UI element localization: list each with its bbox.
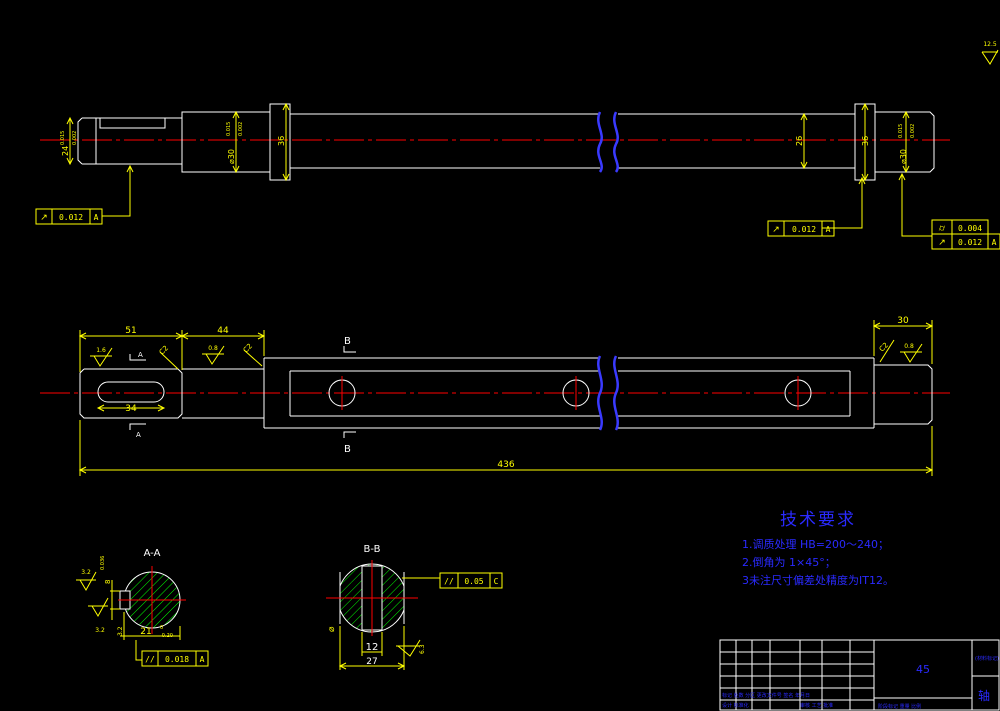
section-a-bottom-label: A [136, 431, 141, 439]
dim-bearing-left [232, 110, 240, 174]
section-aa-dims [76, 571, 181, 661]
section-aa-key-width-tol: 0.036 [100, 556, 106, 570]
fcf-leaders [102, 164, 932, 237]
tech-req-item-3: 3未注尺寸偏差处精度为IT12。 [742, 573, 894, 587]
title-block: 45 标记 处数 分区 更改文件号 签名 年月日 设计 标准化 审核 工艺 批准… [719, 639, 1000, 711]
section-aa-key-width: 8 [104, 580, 112, 584]
dim-shoulder-left-value: 36 [277, 136, 286, 146]
title-block-row-labels: 标记 处数 分区 更改文件号 签名 年月日 [722, 692, 810, 699]
title-block-material: 45 [916, 663, 930, 676]
dim-left-journal [66, 116, 74, 166]
section-bb-dia: ⌀ [327, 626, 337, 632]
section-a-top-label: A [138, 351, 143, 359]
dim-bearing-right [902, 110, 910, 174]
plan-shaft-outline [79, 357, 933, 429]
section-bb-title: B-B [364, 544, 381, 555]
section-aa-title: A-A [144, 548, 161, 559]
front-view: 24 0.015 0.002 ⌀30 0.015 0.002 36 26 [35, 102, 1000, 250]
section-b-top-label: B [344, 336, 351, 347]
plan-break-mark [597, 355, 619, 431]
section-aa-depth-tol-upper: 0 [160, 625, 163, 631]
fcf-right-2-symbol: ↗ [938, 238, 946, 248]
fcf-left: ↗ 0.012 A [35, 208, 103, 225]
dim-left-journal-tol-upper: 0.015 [60, 131, 66, 145]
section-aa-roughness-bottom: 3.2 [95, 627, 105, 634]
section-bb-dims [338, 577, 441, 670]
section-bb-fcf-value: 0.05 [464, 577, 483, 586]
section-b-bottom-label: B [344, 444, 351, 455]
section-bb-roughness: 6.3 [419, 644, 426, 654]
fcf-mid-symbol: ↗ [772, 225, 780, 235]
fcf-mid-value: 0.012 [792, 225, 816, 234]
front-break-mark [597, 111, 619, 173]
fcf-right-2-datum: A [992, 238, 997, 247]
section-aa-fcf-symbol: // [145, 655, 155, 664]
dim-bearing-right-tol-upper: 0.015 [898, 124, 904, 138]
global-roughness-symbol [981, 49, 999, 65]
fcf-right-2-value: 0.012 [958, 238, 982, 247]
dim-left-journal-value: 24 [61, 146, 70, 156]
title-block-right-top: (材料标记) [975, 655, 999, 662]
dim-shoulder-right [861, 102, 869, 182]
dim-shoulder-left [282, 102, 290, 182]
section-bb-width: 12 [366, 642, 379, 653]
section-bb-overall: 27 [366, 657, 377, 667]
fcf-mid-datum: A [826, 225, 831, 234]
tech-req-item-1: 1.调质处理 HB=200～240； [742, 538, 889, 551]
section-aa-fcf: // 0.018 A [141, 650, 209, 667]
dim-bearing-left-tol-lower: 0.002 [238, 122, 244, 136]
section-aa: A-A 3.2 3.2 8 0.036 3.2 [76, 548, 209, 667]
title-block-right-bottom: 轴 [978, 688, 990, 703]
roughness-3: 0.8 [904, 343, 914, 350]
plan-roughness-symbols [90, 343, 923, 367]
section-aa-depth: 21 [140, 627, 151, 637]
dim-bearing-left-tol-upper: 0.015 [226, 122, 232, 136]
fcf-left-symbol: ↗ [40, 213, 48, 223]
dim-left-journal-tol-lower: 0.002 [72, 131, 78, 145]
tech-req-title: 技术要求 [780, 510, 856, 530]
section-aa-depth-left: 3.2 [117, 626, 124, 636]
dim-bearing-right-value: ⌀30 [899, 149, 908, 164]
section-aa-fcf-value: 0.018 [165, 655, 189, 664]
front-shaft-outline [77, 103, 935, 181]
section-aa-roughness-top: 3.2 [81, 569, 91, 576]
technical-requirements: 技术要求 1.调质处理 HB=200～240； 2.倒角为 1×45°； 3未注… [742, 510, 894, 587]
dim-body [800, 112, 808, 170]
fcf-right-1-symbol: ⌭ [939, 224, 946, 234]
section-bb-fcf: // 0.05 C [439, 572, 503, 589]
section-bb-fcf-datum: C [494, 577, 499, 586]
section-bb: B-B ⌀ 12 27 6.3 [326, 544, 503, 670]
roughness-1: 1.6 [96, 347, 106, 354]
fcf-left-value: 0.012 [59, 213, 83, 222]
section-aa-depth-tol-lower: -0.20 [160, 633, 173, 639]
dim-34: 34 [125, 404, 137, 414]
tech-req-item-2: 2.倒角为 1×45°； [742, 556, 836, 569]
dim-51: 51 [125, 326, 136, 336]
section-aa-fcf-datum: A [200, 655, 205, 664]
roughness-2: 0.8 [208, 345, 218, 352]
dim-30: 30 [897, 316, 909, 326]
fcf-right-1-value: 0.004 [958, 224, 982, 233]
plan-dims [78, 320, 934, 476]
plan-chamfer-leaders [159, 339, 895, 370]
section-b-markers [343, 346, 356, 438]
section-a-markers [129, 354, 146, 430]
title-block-design-row: 设计 标准化 [722, 702, 749, 709]
fcf-mid: ↗ 0.012 A [767, 220, 835, 237]
dim-bearing-right-tol-lower: 0.002 [910, 124, 916, 138]
plan-hole-centers [341, 376, 799, 410]
fcf-right: ⌭ 0.004 ↗ 0.012 A [931, 219, 1000, 250]
fcf-left-datum: A [94, 213, 99, 222]
dim-body-value: 26 [795, 136, 804, 146]
title-block-check-row: 审核 工艺 批准 [800, 702, 833, 709]
dim-436: 436 [497, 460, 514, 470]
plan-view: 51 44 30 34 436 1.6 0.8 0.8 C2 C2 C2 [40, 316, 950, 476]
title-block-stage: 阶段标记 重量 比例 [878, 703, 921, 710]
section-bb-fcf-symbol: // [444, 577, 454, 586]
global-roughness-value: 12.5 [983, 41, 997, 48]
dim-shoulder-right-value: 36 [861, 136, 870, 146]
dim-bearing-left-value: ⌀30 [227, 149, 236, 164]
dim-44: 44 [217, 326, 229, 336]
